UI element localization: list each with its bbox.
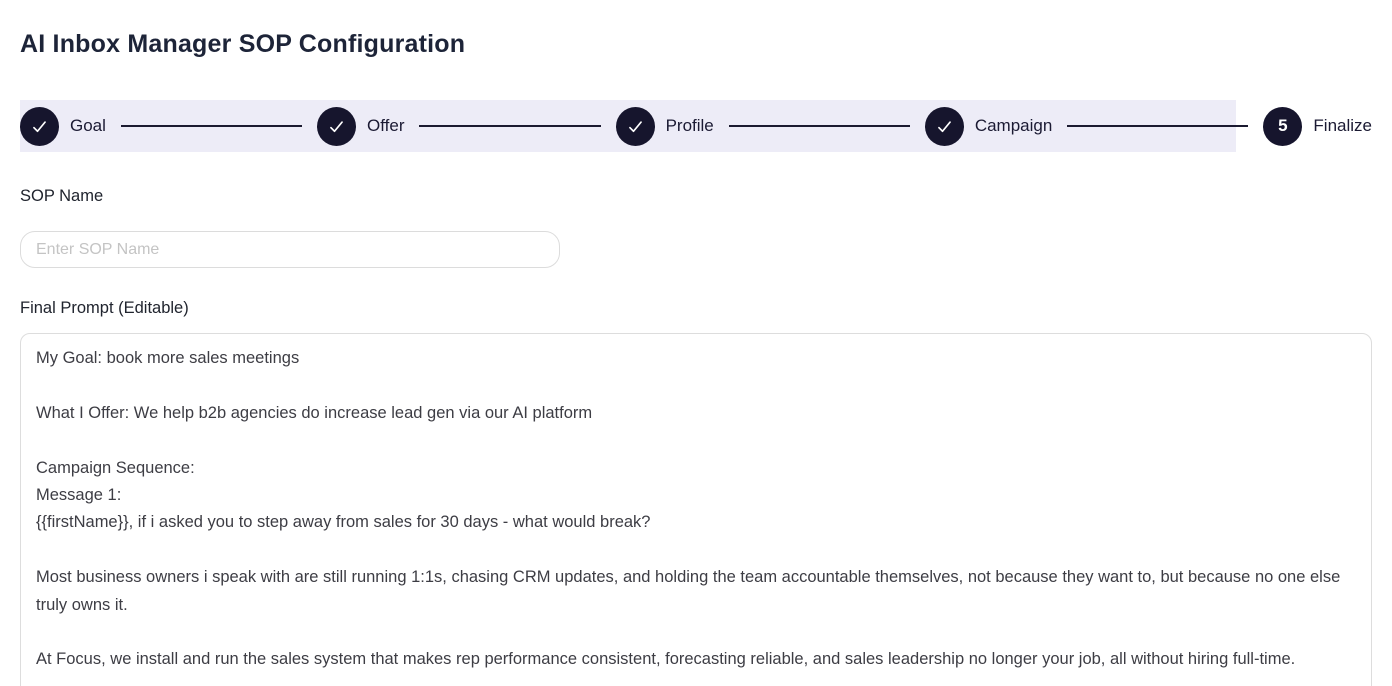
final-prompt-label: Final Prompt (Editable) (20, 299, 189, 317)
sop-name-input[interactable] (20, 231, 560, 268)
check-circle-icon (20, 106, 59, 146)
stepper-step-profile[interactable]: Profile (615, 106, 714, 146)
stepper-connector (120, 125, 302, 127)
stepper-step-goal[interactable]: Goal (20, 106, 106, 146)
step-number: 5 (1278, 116, 1288, 135)
step-label: Campaign (974, 116, 1053, 135)
check-circle-icon (317, 106, 356, 146)
final-prompt-textarea[interactable]: My Goal: book more sales meetings What I… (20, 333, 1372, 686)
check-circle-icon (615, 106, 655, 146)
stepper-connector (419, 125, 601, 127)
step-label: Goal (70, 116, 106, 135)
step-label: Finalize (1313, 116, 1372, 135)
check-circle-icon (924, 106, 964, 146)
checkmark-icon (330, 120, 343, 132)
step-label: Offer (367, 116, 405, 135)
step-label: Profile (665, 116, 714, 135)
wizard-stepper: Goal Offer Profile (20, 100, 1372, 152)
stepper-step-campaign[interactable]: Campaign (924, 106, 1053, 146)
stepper-connector (728, 125, 910, 127)
stepper-connector (1067, 125, 1249, 127)
page-title: AI Inbox Manager SOP Configuration (20, 30, 466, 58)
checkmark-icon (628, 120, 642, 132)
stepper-step-offer[interactable]: Offer (317, 106, 405, 146)
step-number-circle: 5 (1263, 106, 1303, 146)
checkmark-icon (937, 120, 951, 132)
sop-name-label: SOP Name (20, 187, 104, 205)
stepper-step-finalize[interactable]: 5 Finalize (1263, 106, 1372, 146)
checkmark-icon (33, 120, 46, 132)
